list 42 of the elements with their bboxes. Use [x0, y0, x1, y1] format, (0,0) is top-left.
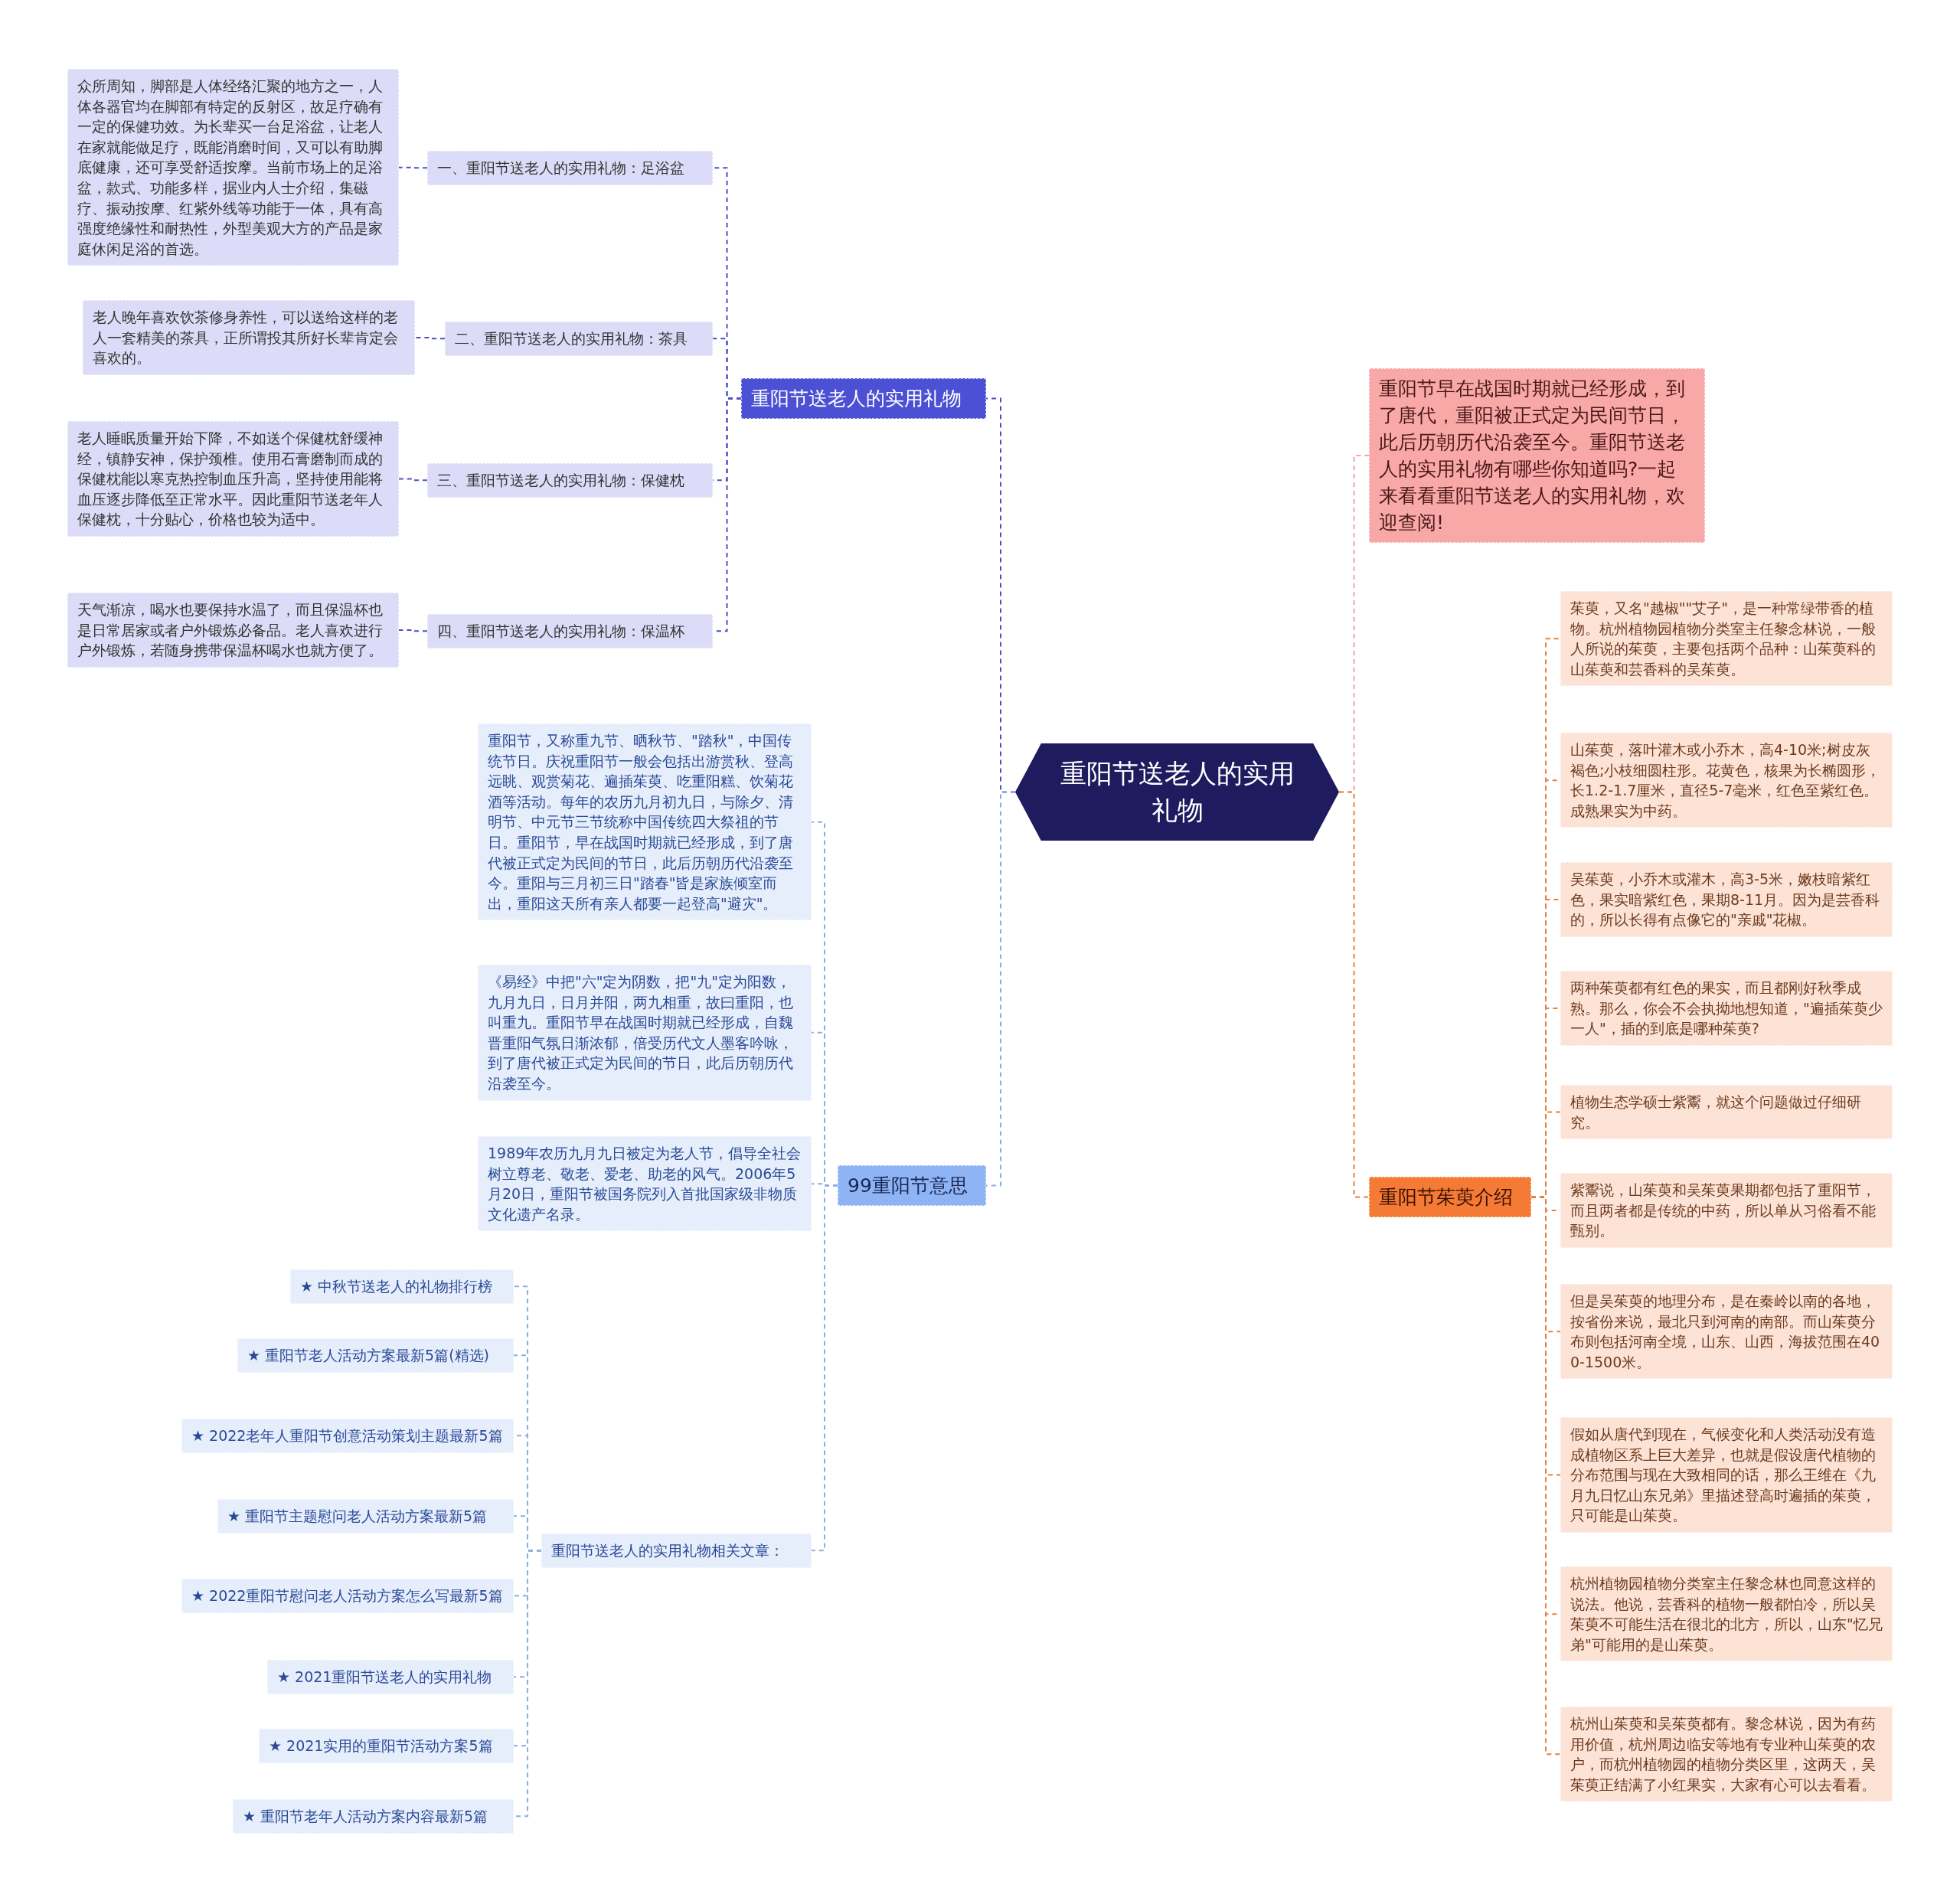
detail-note: 但是吴茱萸的地理分布，是在秦岭以南的各地，按省份来说，最北只到河南的南部。而山茱萸分布则包括河南全境，山东、山西，海拔范围在400-1500米。 [1560, 1284, 1893, 1380]
subtopic: 重阳节送老人的实用礼物相关文章： [541, 1534, 812, 1568]
detail-note: 两种茱萸都有红色的果实，而且都刚好秋季成熟。那么，你会不会执拗地想知道，"遍插茱萸少一人"，插的到底是哪种茱萸? [1560, 971, 1893, 1046]
article-link: ★ 2021重阳节送老人的实用礼物 [267, 1660, 514, 1694]
subtopic: 二、重阳节送老人的实用礼物：茶具 [445, 322, 713, 356]
detail-note: 茱萸，又名"越椒""艾子"，是一种常绿带香的植物。杭州植物园植物分类室主任黎念林说，一般人所说的茱萸，主要包括两个品种：山茱萸科的山茱萸和芸香科的吴茱萸。 [1560, 591, 1893, 687]
detail-note: 山茱萸，落叶灌木或小乔木，高4-10米;树皮灰褐色;小枝细圆柱形。花黄色，核果为长椭圆形，长1.2-1.7厘米，直径5-7毫米，红色至紫红色。成熟果实为中药。 [1560, 733, 1893, 828]
detail-note: 植物生态学硕士紫鬻，就这个问题做过仔细研究。 [1560, 1085, 1893, 1140]
detail-note: 杭州山茱萸和吴茱萸都有。黎念林说，因为有药用价值，杭州周边临安等地有专业种山茱萸的农户，而杭州植物园的植物分类区里，这两天，吴茱萸正结满了小红果实，大家有心可以去看看。 [1560, 1707, 1893, 1802]
detail-note: 杭州植物园植物分类室主任黎念林也同意这样的说法。他说，芸香科的植物一般都怕冷，所以吴茱萸不可能生活在很北的北方，所以，山东"忆兄弟"可能用的是山茱萸。 [1560, 1566, 1893, 1662]
central-topic: 重阳节送老人的实用礼物 [1015, 743, 1339, 841]
detail-note: 老人晚年喜欢饮茶修身养性，可以送给这样的老人一套精美的茶具，正所谓投其所好长辈肯定会喜欢的。 [83, 300, 415, 375]
branch-topic: 99重阳节意思 [838, 1165, 986, 1206]
article-link: ★ 重阳节老年人活动方案内容最新5篇 [233, 1799, 514, 1834]
intro-note: 重阳节早在战国时期就已经形成，到了唐代，重阳被正式定为民间节日，此后历朝历代沿袭至今。重阳节送老人的实用礼物有哪些你知道吗?一起来看看重阳节送老人的实用礼物，欢迎查阅! [1369, 368, 1705, 543]
connector [811, 1184, 838, 1552]
detail-note: 《易经》中把"六"定为阴数，把"九"定为阳数，九月九日，日月并阳，两九相重，故曰重阳，也叫重九。重阳节早在战国时期就已经形成，自魏晋重阳气氛日渐浓郁，倍受历代文人墨客吟咏，到了唐代被正式定为民间的节日，此后历朝历代沿袭至今。 [478, 965, 812, 1101]
article-link: ★ 2022老年人重阳节创意活动策划主题最新5篇 [181, 1419, 514, 1453]
article-link: ★ 中秋节送老人的礼物排行榜 [290, 1269, 514, 1304]
connector [398, 166, 428, 169]
subtopic: 三、重阳节送老人的实用礼物：保健枕 [427, 463, 713, 498]
branch-topic: 重阳节送老人的实用礼物 [741, 378, 986, 419]
detail-note: 假如从唐代到现在，气候变化和人类活动没有造成植物区系上巨大差异，也就是假设唐代植物的分布范围与现在大致相同的话，那么王维在《九月九日忆山东兄弟》里描述登高时遍插的茱萸，只可能是山茱萸。 [1560, 1417, 1893, 1533]
connector [398, 478, 428, 482]
detail-note: 天气渐凉，喝水也要保持水温了，而且保温杯也是日常居家或者户外锻炼必备品。老人喜欢进行户外锻炼，若随身携带保温杯喝水也就方便了。 [67, 593, 399, 668]
detail-note: 紫鬻说，山茱萸和吴茱萸果期都包括了重阳节，而且两者都是传统的中药，所以单从习俗看不能甄别。 [1560, 1173, 1893, 1248]
connector [985, 791, 1016, 1187]
detail-note: 重阳节，又称重九节、晒秋节、"踏秋"，中国传统节日。庆祝重阳节一般会包括出游赏秋、登高远眺、观赏菊花、遍插茱萸、吃重阳糕、饮菊花酒等活动。每年的农历九月初九日，与除夕、清明节、中元节三节统称中国传统四大祭祖的节日。重阳节，早在战国时期就已经形成，到了唐代被正式定为民间的节日，此后历朝历代沿袭至今。重阳与三月初三日"踏春"皆是家族倾室而出，重阳这天所有亲人都要一起登高"避灾"。 [478, 723, 812, 921]
connector [1338, 791, 1370, 1198]
article-link: ★ 2021实用的重阳节活动方案5篇 [259, 1729, 514, 1763]
detail-note: 众所周知，脚部是人体经络汇聚的地方之一，人体各器官均在脚部有特定的反射区，故足疗确有一定的保健功效。为长辈买一台足浴盆，让老人在家就能做足疗，既能消磨时间，又可以有助脚底健康，还可享受舒适按摩。当前市场上的足浴盆，款式、功能多样，据业内人士介绍，集磁疗、振动按摩、红紫外线等功能于一体，具有高强度绝缘性和耐热性，外型美观大方的产品是家庭休闲足浴的首选。 [67, 69, 399, 266]
connector [398, 629, 428, 632]
connector [414, 336, 446, 340]
detail-note: 吴茱萸，小乔木或灌木，高3-5米，嫩枝暗紫红色，果实暗紫红色，果期8-11月。因为是芸香科的，所以长得有点像它的"亲戚"花椒。 [1560, 862, 1893, 937]
detail-note: 老人睡眠质量开始下降，不如送个保健枕舒缓神经，镇静安神，保护颈椎。使用石膏磨制而成的保健枕能以寒克热控制血压升高，坚持使用能将血压逐步降低至正常水平。因此重阳节送老年人保健枕，十分贴心，价格也较为适中。 [67, 421, 399, 537]
article-link: ★ 重阳节主题慰问老人活动方案最新5篇 [217, 1499, 514, 1534]
branch-topic: 重阳节茱萸介绍 [1369, 1177, 1531, 1217]
subtopic: 四、重阳节送老人的实用礼物：保温杯 [427, 614, 713, 648]
article-link: ★ 重阳节老人活动方案最新5篇(精选) [237, 1338, 514, 1373]
article-link: ★ 2022重阳节慰问老人活动方案怎么写最新5篇 [181, 1579, 514, 1613]
detail-note: 1989年农历九月九日被定为老人节，倡导全社会树立尊老、敬老、爱老、助老的风气。2006年5月20日，重阳节被国务院列入首批国家级非物质文化遗产名录。 [478, 1136, 812, 1232]
subtopic: 一、重阳节送老人的实用礼物：足浴盆 [427, 151, 713, 185]
